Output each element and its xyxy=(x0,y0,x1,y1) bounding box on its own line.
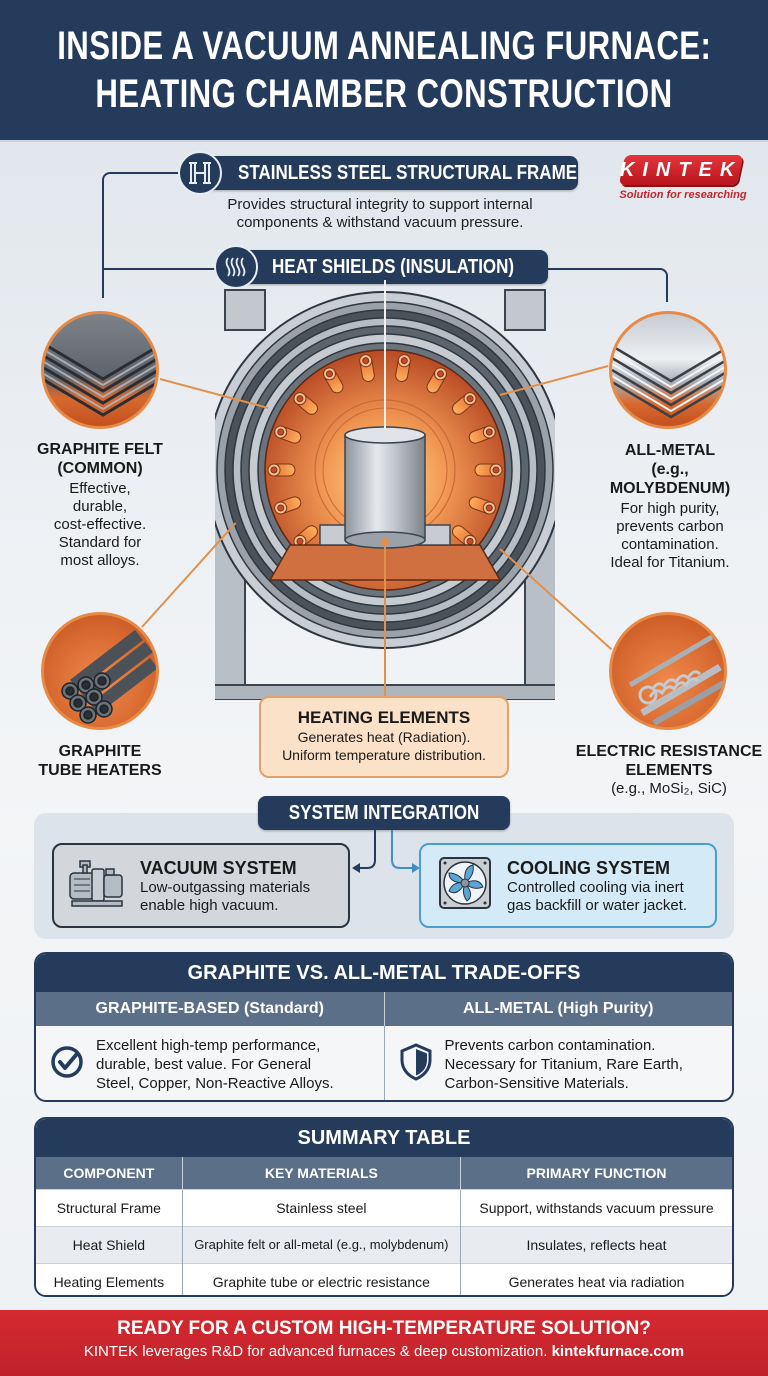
all-metal-header: ALL-METAL (High Purity) xyxy=(383,992,733,1026)
frame-icon xyxy=(178,151,222,195)
all-metal-cell: Prevents carbon contamination. Necessary… xyxy=(383,1026,733,1100)
column-header-component: COMPONENT xyxy=(36,1157,183,1189)
vacuum-pump-icon xyxy=(66,855,128,916)
electric-resistance-elements-image xyxy=(609,612,727,730)
table-row: Structural Frame Stainless steel Support… xyxy=(36,1188,732,1226)
structural-frame-title: STAINLESS STEEL STRUCTURAL FRAME xyxy=(238,161,578,184)
graphite-felt-description: Effective, durable, cost-effective. Stan… xyxy=(53,480,147,569)
structural-frame-description: Provides structural integrity to support… xyxy=(227,196,533,231)
cooling-system-body-2: gas backfill or water jacket. xyxy=(507,896,688,914)
tradeoffs-panel: GRAPHITE VS. ALL-METAL TRADE-OFFS GRAPHI… xyxy=(34,952,734,1102)
vacuum-system-card: VACUUM SYSTEM Low-outgassing materials e… xyxy=(52,843,350,928)
heating-elements-body-1: Generates heat (Radiation). xyxy=(297,729,471,745)
tradeoffs-title: GRAPHITE VS. ALL-METAL TRADE-OFFS xyxy=(36,954,732,992)
cta-body: KINTEK leverages R&D for advanced furnac… xyxy=(83,1343,685,1360)
all-metal-shield-image xyxy=(609,311,727,429)
graphite-felt-image xyxy=(41,311,159,429)
kintek-logo[interactable]: KINTEK Solution for researching xyxy=(608,155,758,201)
check-circle-icon xyxy=(50,1045,84,1084)
column-header-primary-function: PRIMARY FUNCTION xyxy=(460,1157,732,1189)
electric-resistance-title: ELECTRIC RESISTANCE ELEMENTS xyxy=(575,743,763,779)
vacuum-system-title: VACUUM SYSTEM xyxy=(140,857,297,878)
table-row: Heating Elements Graphite tube or electr… xyxy=(36,1262,732,1295)
all-metal-title: ALL-METAL (e.g., MOLYBDENUM) xyxy=(609,442,731,497)
heating-elements-callout: HEATING ELEMENTS Generates heat (Radiati… xyxy=(259,696,509,778)
vacuum-system-body-1: Low-outgassing materials xyxy=(140,878,311,896)
summary-table: COMPONENT KEY MATERIALS PRIMARY FUNCTION… xyxy=(36,1157,732,1295)
heating-elements-title: HEATING ELEMENTS xyxy=(297,708,471,727)
graphite-based-cell: Excellent high-temp performance, durable… xyxy=(36,1026,384,1100)
integration-arrows xyxy=(352,830,420,873)
graphite-based-header: GRAPHITE-BASED (Standard) xyxy=(95,1000,324,1017)
heating-elements-body-2: Uniform temperature distribution. xyxy=(282,747,486,763)
heat-waves-icon xyxy=(214,245,258,289)
cooling-system-title: COOLING SYSTEM xyxy=(507,857,671,878)
logo-tagline: Solution for researching xyxy=(619,189,747,201)
graphite-felt-title: GRAPHITE FELT (COMMON) xyxy=(37,441,163,477)
shield-icon xyxy=(399,1042,433,1087)
page-title-line-2: HEATING CHAMBER CONSTRUCTION xyxy=(95,72,673,116)
page-header: INSIDE A VACUUM ANNEALING FURNACE: HEATI… xyxy=(0,0,768,142)
tradeoffs-body: Excellent high-temp performance, durable… xyxy=(36,1026,733,1100)
summary-table-title: SUMMARY TABLE xyxy=(36,1119,732,1157)
cooling-fan-icon xyxy=(437,855,493,916)
table-row: Heat Shield Graphite felt or all-metal (… xyxy=(36,1225,732,1263)
shield-connector-left xyxy=(102,268,222,270)
all-metal-description: For high purity, prevents carbon contami… xyxy=(610,500,730,571)
vacuum-system-body-2: enable high vacuum. xyxy=(140,896,279,914)
furnace-chamber-illustration xyxy=(215,280,555,700)
shield-connector-right xyxy=(540,268,668,302)
heat-shields-title: HEAT SHIELDS (INSULATION) xyxy=(272,255,515,278)
structural-frame-heading: STAINLESS STEEL STRUCTURAL FRAME xyxy=(196,156,578,190)
graphite-tube-heaters-image xyxy=(41,612,159,730)
logo-brand: KINTEK xyxy=(619,158,743,181)
summary-table-panel: SUMMARY TABLE COMPONENT KEY MATERIALS PR… xyxy=(34,1117,734,1297)
tradeoffs-subheader: GRAPHITE-BASED (Standard) ALL-METAL (Hig… xyxy=(36,992,732,1026)
page-title-line-1: INSIDE A VACUUM ANNEALING FURNACE: xyxy=(56,24,712,68)
frame-connector-left xyxy=(102,172,182,298)
heat-shields-heading: HEAT SHIELDS (INSULATION) xyxy=(232,250,548,284)
graphite-tube-heaters-title: GRAPHITE TUBE HEATERS xyxy=(38,743,162,779)
system-integration-heading: SYSTEM INTEGRATION xyxy=(258,796,510,830)
cta-footer: READY FOR A CUSTOM HIGH-TEMPERATURE SOLU… xyxy=(0,1310,768,1376)
cooling-system-card: COOLING SYSTEM Controlled cooling via in… xyxy=(419,843,717,928)
electric-resistance-subtitle: (e.g., MoSi₂, SiC) xyxy=(611,780,727,797)
website-link[interactable]: kintekfurnace.com xyxy=(551,1343,685,1360)
column-header-key-materials: KEY MATERIALS xyxy=(182,1157,462,1189)
cooling-system-body-1: Controlled cooling via inert xyxy=(507,878,684,896)
cta-title: READY FOR A CUSTOM HIGH-TEMPERATURE SOLU… xyxy=(117,1318,651,1339)
